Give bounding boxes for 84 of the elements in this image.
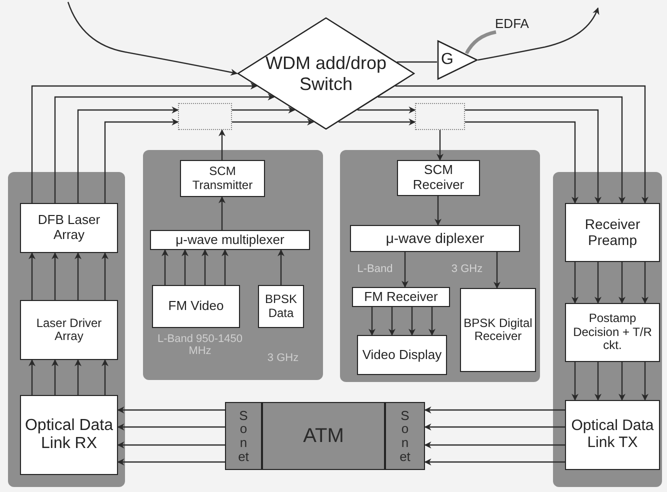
arrow <box>338 118 416 126</box>
arrow <box>162 249 168 285</box>
arrow <box>368 307 376 336</box>
arrow <box>436 130 444 161</box>
process-box: SCM Receiver <box>397 160 480 196</box>
arrow <box>464 30 496 54</box>
coupler-outline <box>415 103 465 130</box>
arrow <box>54 94 275 203</box>
arrow <box>102 359 108 395</box>
layer-box: Sonet <box>225 402 262 470</box>
arrow <box>424 458 565 466</box>
process-box: Postamp Decision + T/R ckt. <box>565 303 660 362</box>
process-box: μ-wave diplexer <box>350 225 520 252</box>
arrow <box>117 458 225 466</box>
process-box: Laser Driver Array <box>20 300 118 360</box>
arrow <box>218 129 226 160</box>
arrow <box>104 118 179 203</box>
connector-line <box>396 61 437 63</box>
module-panel <box>553 172 662 487</box>
arrow <box>465 121 578 204</box>
arrow <box>424 406 565 414</box>
process-box: Video Display <box>357 335 447 375</box>
arrow <box>202 249 208 285</box>
process-box: SCM Transmitter <box>180 160 265 197</box>
arrow <box>572 262 578 304</box>
arrow <box>642 362 648 401</box>
arrow <box>102 252 108 300</box>
arrow <box>572 362 578 401</box>
arrow <box>428 307 436 336</box>
module-panel <box>8 172 125 487</box>
arrow <box>182 249 188 285</box>
band-note: L-Band 950-1450 MHz <box>156 333 244 358</box>
arrow <box>594 262 602 304</box>
callout-label: EDFA <box>486 14 538 34</box>
process-box: BPSK Data <box>258 285 304 328</box>
process-box: DFB Laser Array <box>20 203 118 253</box>
arrow <box>74 252 82 300</box>
arrow <box>478 7 599 61</box>
process-box: μ-wave multiplexer <box>150 230 310 250</box>
arrow <box>278 249 284 285</box>
process-box: Optical Data Link RX <box>20 395 118 475</box>
arrow <box>465 109 602 204</box>
arrow <box>117 442 225 448</box>
arrow <box>434 196 442 226</box>
arrow <box>424 442 565 448</box>
layer-box: Sonet <box>385 402 425 470</box>
arrow <box>642 262 648 304</box>
module-panel <box>143 150 323 380</box>
process-box: FM Video <box>152 285 240 328</box>
arrow <box>117 406 225 414</box>
process-box: Optical Data Link TX <box>565 400 660 470</box>
amplifier-triangle: G <box>437 40 478 80</box>
arrow <box>67 2 238 76</box>
arrow <box>222 249 228 285</box>
arrow <box>232 106 296 114</box>
arrow <box>232 118 314 126</box>
arrow <box>408 307 416 336</box>
arrow <box>117 424 225 430</box>
arrow <box>52 359 58 395</box>
arrow <box>378 96 626 204</box>
arrow <box>618 262 626 304</box>
arrow <box>358 106 416 114</box>
process-box: BPSK Digital Receiver <box>460 288 536 372</box>
arrow <box>395 85 648 204</box>
arrow <box>77 106 179 203</box>
arrow <box>28 252 36 300</box>
process-box: FM Receiver <box>352 287 450 307</box>
coupler-outline <box>178 103 232 130</box>
arrow <box>402 252 408 288</box>
arrow <box>74 359 82 395</box>
arrow <box>594 362 602 401</box>
arrow <box>424 424 565 430</box>
arrow <box>31 82 258 203</box>
arrow <box>52 252 58 300</box>
process-box: Receiver Preamp <box>565 203 660 262</box>
arrow <box>388 307 396 336</box>
switch-diamond: WDM add/drop Switch <box>237 17 415 130</box>
arrow <box>218 196 226 230</box>
band-note: 3 GHz <box>266 352 300 364</box>
arrow <box>494 252 500 289</box>
arrow <box>618 362 626 401</box>
arrow <box>28 359 36 395</box>
layer-box: ATM <box>262 402 385 470</box>
module-panel <box>340 150 540 382</box>
